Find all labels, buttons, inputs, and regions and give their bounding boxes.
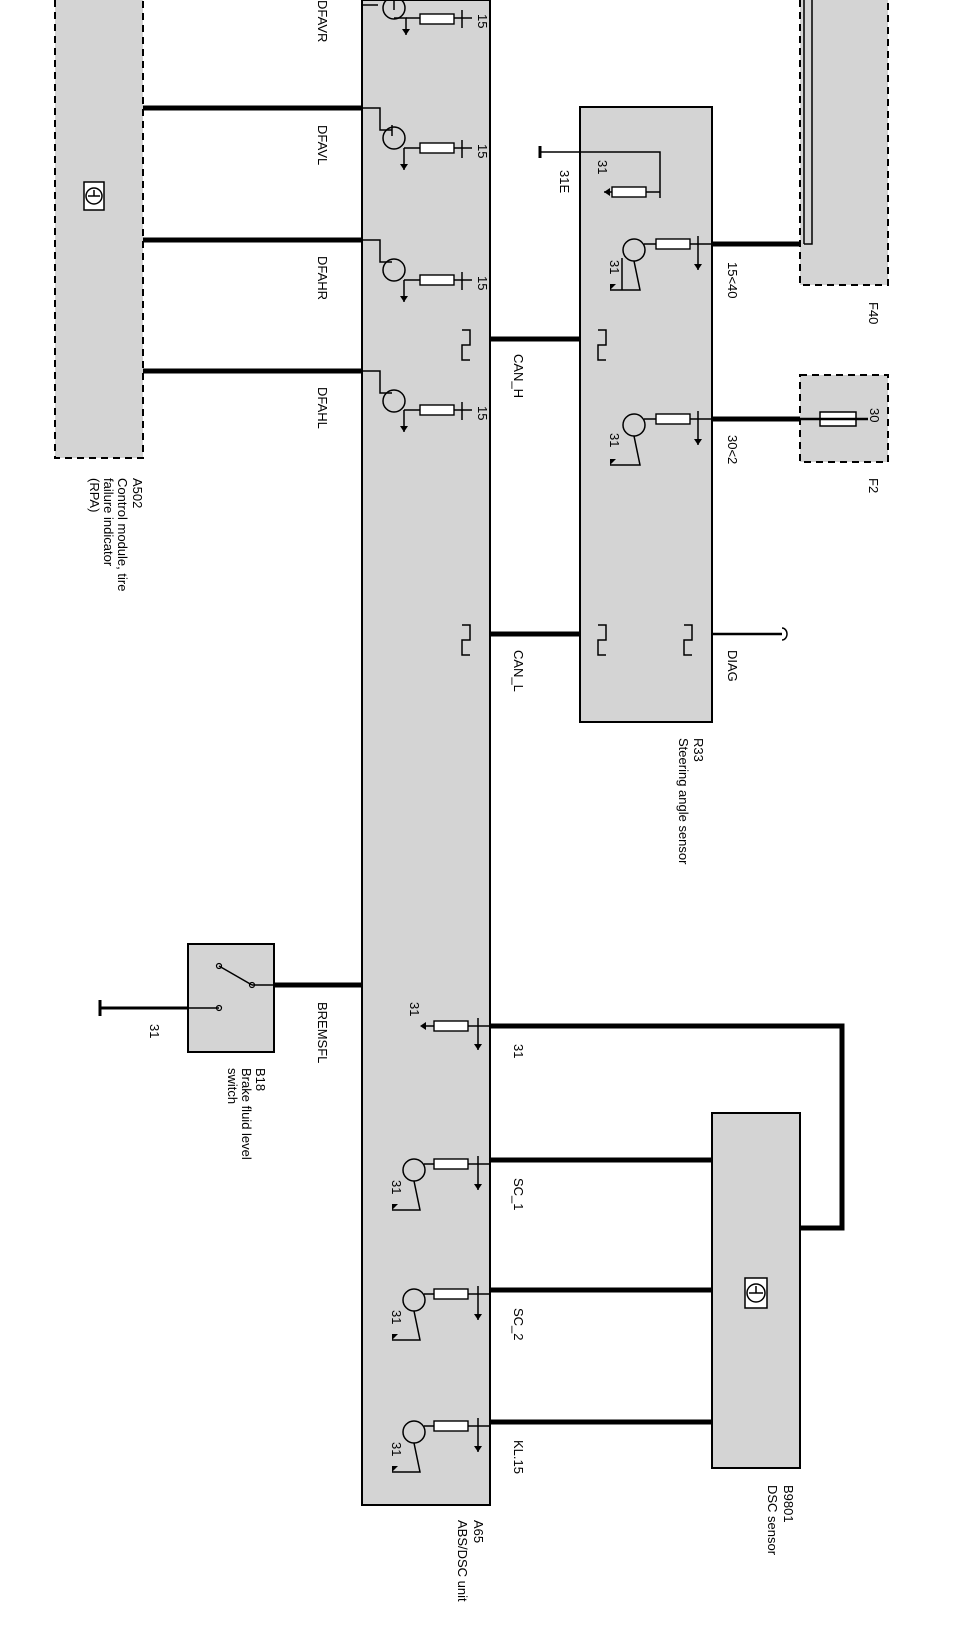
a502-name-line-3: (RPA) — [87, 478, 102, 512]
transistor-stage-dfavr — [362, 0, 472, 35]
pin-15-dfahr: 15 — [475, 276, 490, 290]
r33-pin-31-gnd: 31 — [595, 160, 610, 174]
transistor-stage-sc-1 — [392, 1156, 490, 1211]
a502-name-line-2: failure indicator — [101, 478, 116, 567]
signal-sc-2: SC_2 — [511, 1308, 526, 1341]
b9801-name: DSC sensor — [765, 1485, 780, 1556]
a502-code: A502 — [130, 478, 145, 508]
transistor-stage-dfahr — [362, 239, 472, 302]
b18-name-line-2: switch — [225, 1068, 240, 1104]
sc-2-pin-31: 31 — [389, 1310, 404, 1324]
pin-15-dfavl: 15 — [475, 144, 490, 158]
signal-dfavl: DFAVL — [315, 125, 330, 165]
b18-ground-label: 31 — [147, 1024, 162, 1038]
can-l-transceiver-a65 — [461, 624, 471, 656]
f40-wire-trace — [803, 0, 813, 245]
b18-name-line-1: Brake fluid level — [239, 1068, 254, 1160]
transistor-stage-kl-15 — [392, 1418, 490, 1473]
signal-sc-1: SC_1 — [511, 1178, 526, 1211]
a502-module-box — [54, 0, 144, 459]
transistor-stage-sc-2 — [392, 1286, 490, 1341]
diag-connector-icon — [781, 627, 788, 641]
b18-switch-icon — [188, 962, 274, 1012]
a65-unit-box — [361, 0, 491, 1506]
signal-diag: DIAG — [725, 650, 740, 682]
b18-switch-box — [187, 943, 275, 1053]
can-h-transceiver-a65 — [461, 329, 471, 361]
b18-code: B18 — [253, 1068, 268, 1091]
b9801-code: B9801 — [781, 1485, 796, 1523]
transistor-stage-dfahl — [362, 370, 472, 432]
f2-fuse-icon — [800, 411, 868, 427]
signal-dfahr: DFAHR — [315, 256, 330, 300]
r33-transistor1-pin31: 31 — [607, 260, 622, 274]
pin-15-dfahl: 15 — [475, 406, 490, 420]
r33-pin-31e: 31E — [557, 170, 572, 193]
f40-fuse-box — [799, 0, 889, 286]
pin-15-dfavr: 15 — [475, 14, 490, 28]
b9801-sensor-icon — [744, 1277, 768, 1309]
a502-module-icon — [83, 181, 105, 211]
f2-code: F2 — [866, 478, 881, 493]
signal-can-l: CAN_L — [511, 650, 526, 692]
signal-dfavr: DFAVR — [315, 0, 330, 42]
wire-ground-31-dsc — [490, 1023, 845, 1231]
f2-fuse-value: 30 — [867, 408, 882, 422]
can-l-transceiver-r33 — [597, 624, 607, 656]
signal-can-h: CAN_H — [511, 354, 526, 398]
signal-dfahl: DFAHL — [315, 387, 330, 429]
a65-code: A65 — [471, 1520, 486, 1543]
r33-transistor-kl30 — [610, 411, 712, 466]
r33-ground-31e — [538, 146, 661, 198]
kl-15-pin-31: 31 — [389, 1442, 404, 1456]
r33-transistor2-pin31: 31 — [607, 433, 622, 447]
signal-kl-15: KL.15 — [511, 1440, 526, 1474]
r33-pin-15-40: 15<40 — [725, 262, 740, 299]
a65-ground-31-stage — [420, 1018, 490, 1050]
a65-name: ABS/DSC unit — [455, 1520, 470, 1602]
signal-ground-31: 31 — [511, 1044, 526, 1058]
can-h-transceiver-r33 — [597, 329, 607, 361]
transistor-stage-dfavl — [362, 107, 472, 170]
r33-transistor-kl15 — [610, 236, 712, 291]
signal-bremsfl: BREMSFL — [315, 1002, 330, 1063]
diag-transceiver-r33 — [683, 624, 693, 656]
r33-code: R33 — [691, 738, 706, 762]
a502-name-line-1: Control module, tire — [115, 478, 130, 591]
f40-code: F40 — [866, 302, 881, 324]
a65-ground-pin-31: 31 — [407, 1002, 422, 1016]
sc-1-pin-31: 31 — [389, 1180, 404, 1194]
r33-name: Steering angle sensor — [676, 738, 691, 865]
r33-pin-30-2: 30<2 — [725, 435, 740, 464]
